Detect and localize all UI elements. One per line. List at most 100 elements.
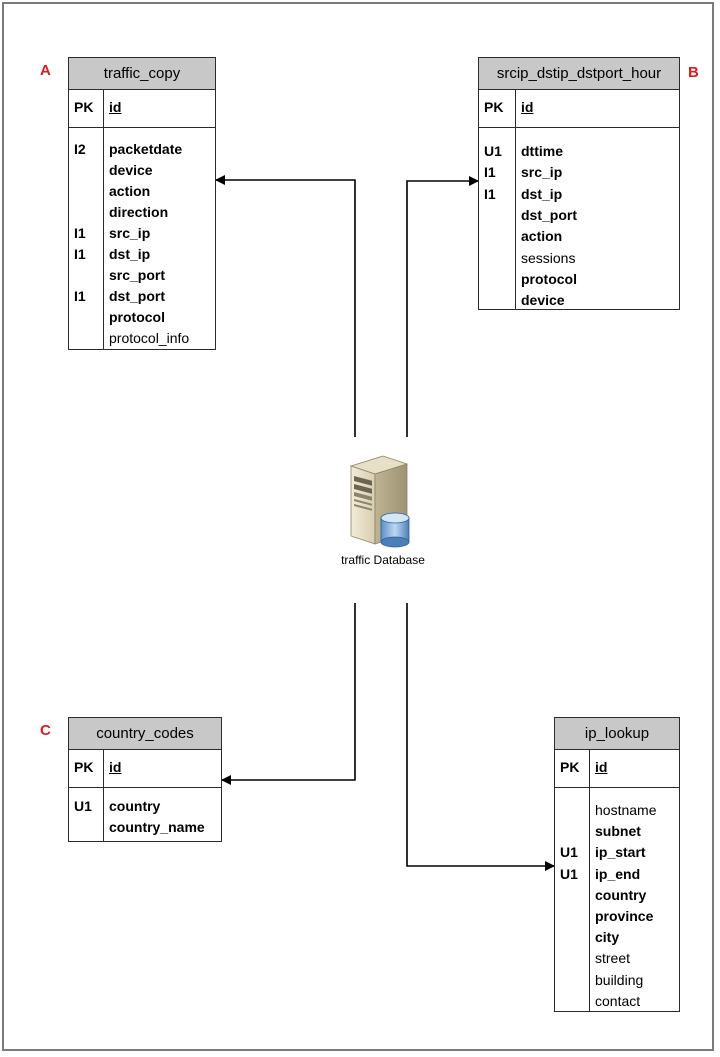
field-name: city [595, 929, 620, 946]
field-name: hostname [595, 802, 657, 818]
field-row: action [479, 226, 679, 247]
connector-to-traffic-copy [215, 175, 356, 437]
field-name: dttime [521, 143, 563, 159]
pk-name: id [595, 759, 608, 775]
field-name: contact [595, 992, 641, 1009]
field-name: dst_port [109, 288, 165, 304]
field-key: I1 [74, 288, 86, 304]
field-name: action [521, 228, 563, 245]
field-row: action [69, 181, 215, 202]
field-row: building [555, 970, 679, 991]
field-name: protocol [521, 270, 577, 287]
connector-to-country-codes [221, 603, 356, 785]
field-name: dst_ip [109, 246, 151, 262]
pk-key: PK [560, 759, 580, 775]
label-b: B [688, 64, 699, 81]
field-row: subnet [555, 821, 679, 842]
column-divider [589, 749, 590, 1011]
field-name: province [595, 908, 654, 924]
field-row: protocol [69, 307, 215, 328]
field-row: device [479, 290, 679, 311]
field-name: src_port [109, 267, 166, 283]
field-row: device [69, 160, 215, 181]
table-title: srcip_dstip_dstport_hour [479, 58, 679, 90]
field-name: subnet [595, 823, 641, 840]
connector-to-ip-lookup [406, 603, 555, 871]
connector-to-srcip-dstip [406, 176, 479, 437]
field-row: I1 dst_ip [69, 244, 215, 265]
field-row: dst_port [479, 205, 679, 226]
column-divider [103, 89, 104, 349]
field-key: U1 [74, 798, 92, 814]
pk-name: id [109, 759, 122, 775]
field-key: I1 [74, 246, 86, 262]
field-name: action [109, 183, 151, 199]
field-row: U1 country [69, 796, 221, 817]
field-name: ip_start [595, 844, 646, 861]
field-row: contact [555, 991, 679, 1012]
field-name: direction [109, 204, 169, 220]
field-row: I1 dst_ip [479, 184, 679, 205]
field-name: packetdate [109, 141, 183, 157]
field-key: I1 [484, 164, 496, 181]
field-row: I1 src_ip [479, 162, 679, 183]
field-row: city [555, 927, 679, 948]
pk-key: PK [484, 99, 504, 115]
database-server-icon [349, 455, 410, 548]
field-row: src_port [69, 265, 215, 286]
field-row: protocol_info [69, 328, 215, 349]
field-name: street [595, 950, 631, 967]
field-row: U1 dttime [479, 141, 679, 162]
field-key: U1 [484, 143, 502, 159]
pk-row: PK id [69, 90, 215, 128]
field-row: I1 dst_port [69, 286, 215, 307]
label-c: C [40, 722, 51, 739]
pk-row: PK id [479, 90, 679, 128]
column-divider [103, 749, 104, 841]
field-name: dst_ip [521, 185, 563, 202]
field-name: protocol_info [109, 330, 190, 346]
field-name: src_ip [521, 164, 563, 181]
field-row: province [555, 906, 679, 927]
field-row: protocol [479, 269, 679, 290]
pk-row: PK id [69, 750, 221, 788]
field-name: building [595, 971, 644, 988]
field-name: src_ip [109, 225, 151, 241]
field-key: I1 [74, 225, 86, 241]
field-name: ip_end [595, 865, 641, 882]
field-name: sessions [521, 249, 576, 266]
field-row: street [555, 948, 679, 969]
field-row: sessions [479, 248, 679, 269]
field-row: country [555, 885, 679, 906]
pk-key: PK [74, 99, 94, 115]
field-key: U1 [560, 844, 578, 861]
table-title: traffic_copy [69, 58, 215, 90]
field-name: country [595, 886, 647, 903]
field-key: U1 [560, 865, 578, 882]
table-title: country_codes [69, 718, 221, 750]
field-name: protocol [109, 309, 165, 325]
pk-key: PK [74, 759, 94, 775]
field-name: country [109, 798, 161, 814]
field-row: U1 ip_end [555, 864, 679, 885]
field-row: direction [69, 202, 215, 223]
table-title: ip_lookup [555, 718, 679, 750]
table-country-codes[interactable]: country_codes PK id U1 country country_nam… [68, 717, 222, 842]
field-row: I1 src_ip [69, 223, 215, 244]
field-key: I1 [484, 185, 496, 202]
label-a: A [40, 62, 51, 79]
field-name: device [521, 292, 565, 309]
field-row: hostname [555, 800, 679, 821]
column-divider [515, 89, 516, 309]
pk-row: PK id [555, 750, 679, 788]
field-row: country_name [69, 817, 221, 838]
field-row: U1 ip_start [555, 842, 679, 863]
pk-name: id [109, 99, 122, 115]
pk-name: id [521, 99, 534, 115]
